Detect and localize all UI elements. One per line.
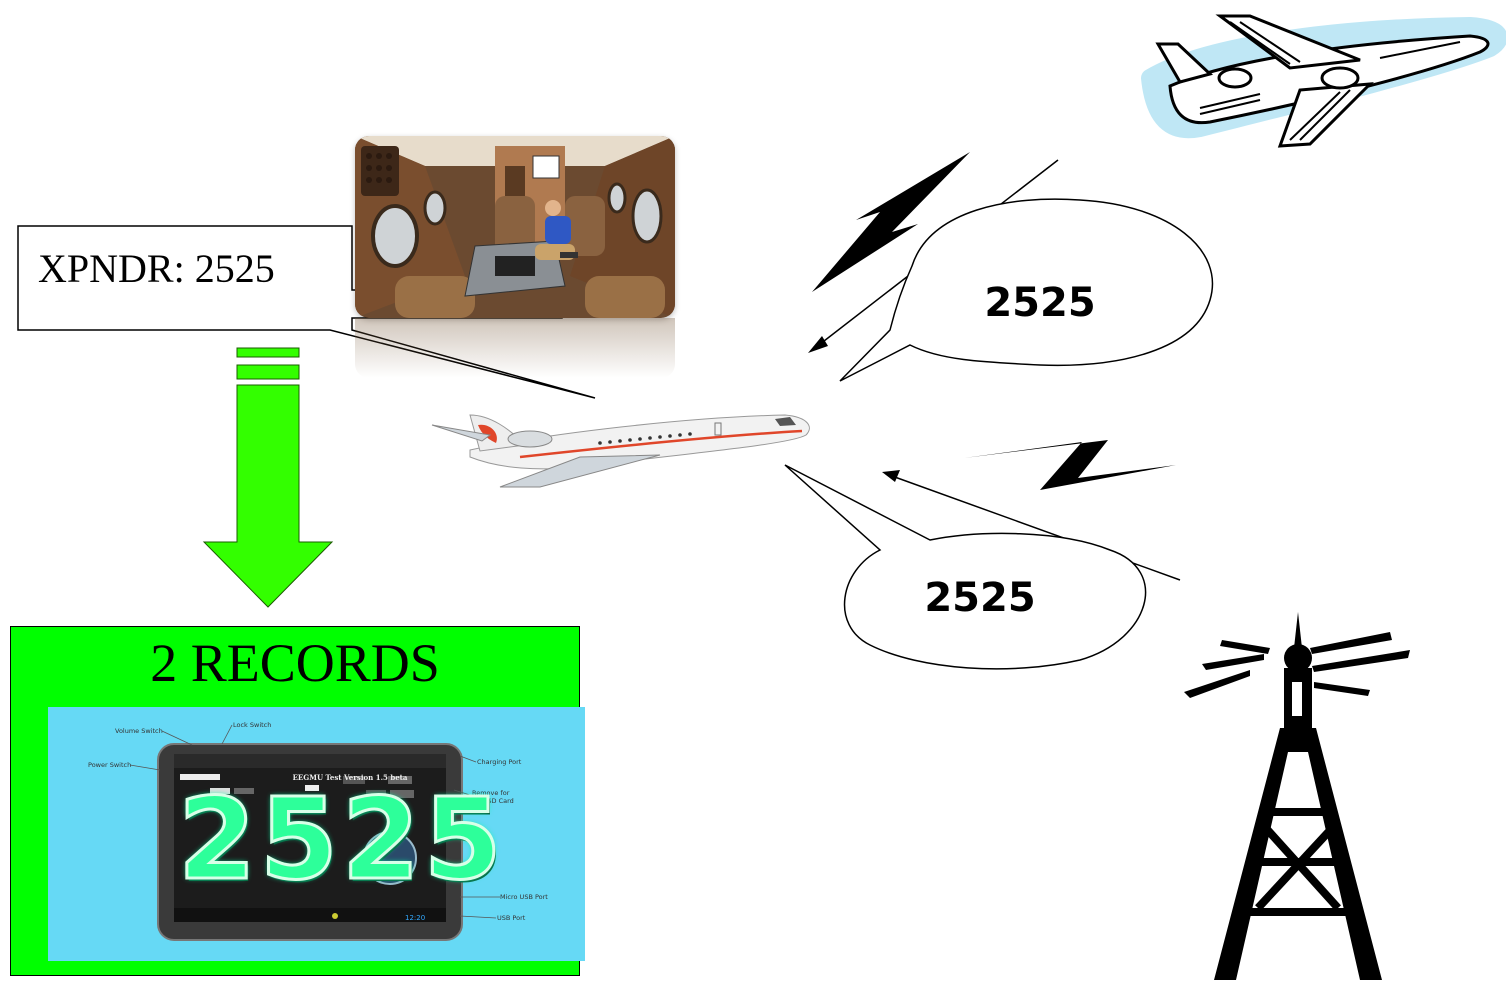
bubble-bottom [785,465,1146,669]
lightning-lower-icon [964,440,1176,490]
bubble-top-text: 2525 [940,275,1140,331]
bubble-bottom-text: 2525 [880,570,1080,626]
radio-tower-icon [1180,612,1412,982]
